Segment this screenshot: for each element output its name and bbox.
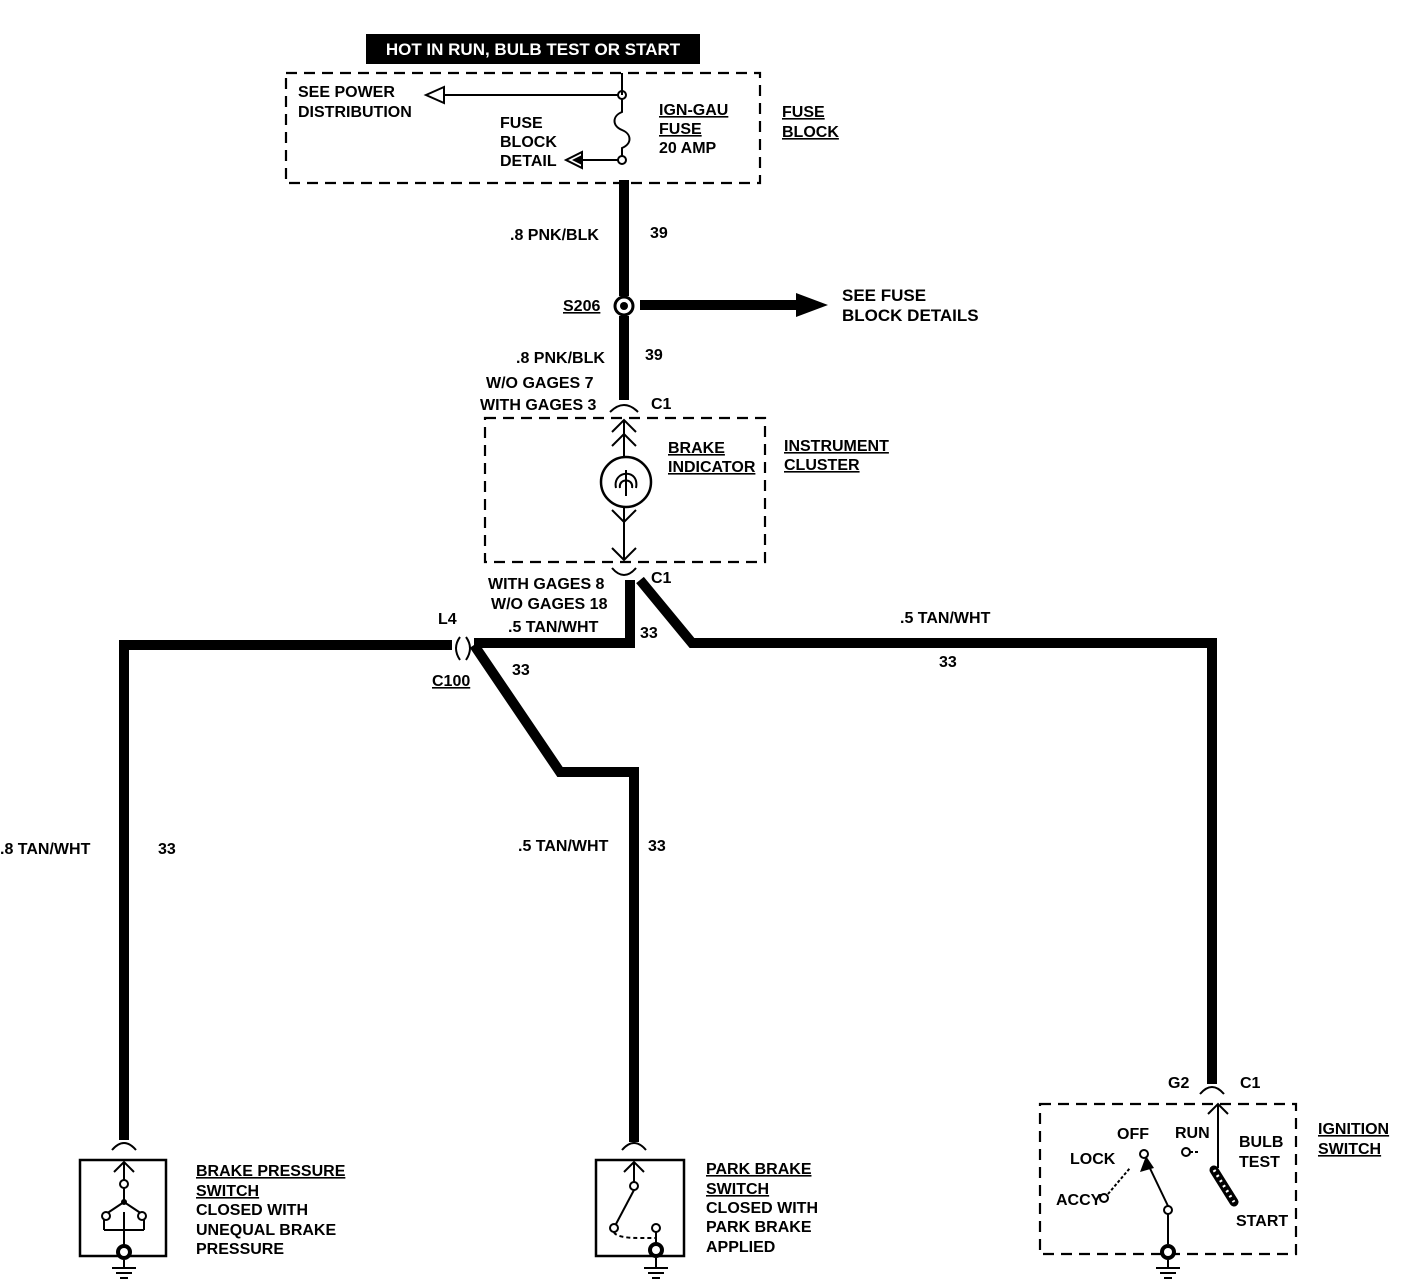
connector-c1-top: C1	[651, 396, 672, 413]
ignition-accy-contact	[1099, 1193, 1109, 1203]
park-brake-label-4: PARK BRAKE	[706, 1219, 812, 1236]
wire-mid-circuit: 39	[645, 347, 663, 364]
banner-text: HOT IN RUN, BULB TEST OR START	[386, 40, 681, 59]
pin-with-gages-8: WITH GAGES 8	[488, 576, 605, 593]
park-brake-switch: PARK BRAKE SWITCH CLOSED WITH PARK BRAKE…	[594, 1142, 818, 1279]
ignition-run-contact	[1181, 1147, 1191, 1157]
ignition-title: IGNITION	[1318, 1121, 1389, 1138]
fuse-detail-label: FUSE	[500, 115, 543, 132]
bulb-test-label-2: TEST	[1239, 1154, 1280, 1171]
wire-top-circuit: 39	[650, 225, 668, 242]
brake-pressure-label-4: UNEQUAL BRAKE	[196, 1222, 336, 1239]
fuse-rating: 20 AMP	[659, 140, 717, 157]
ignition-switch: G2 C1 OFF RUN LOCK ACCY START BULB TEST …	[1038, 1075, 1389, 1279]
wire-right-gauge: .5 TAN/WHT	[900, 610, 991, 627]
ignition-off-contact	[1139, 1149, 1149, 1159]
c100-label: C100	[432, 673, 470, 690]
fuse-detail-label-3: DETAIL	[500, 153, 557, 170]
fuse-detail-label-2: BLOCK	[500, 134, 557, 151]
connector-icon	[609, 404, 639, 413]
splice-ref: SEE FUSE	[842, 286, 926, 305]
hot-banner: HOT IN RUN, BULB TEST OR START	[366, 34, 700, 64]
see-power-label-2: DISTRIBUTION	[298, 104, 412, 121]
park-brake-label-2: SWITCH	[706, 1181, 769, 1198]
wire-33-to-l4	[474, 580, 635, 648]
fuse-name: IGN-GAU	[659, 102, 728, 119]
wire-left-circuit: 33	[158, 841, 176, 858]
pos-off: OFF	[1117, 1126, 1149, 1143]
wire-33-brake-pressure	[119, 640, 452, 1140]
wire-33-to-ignition	[636, 576, 1217, 1084]
fuse-block-title-2: BLOCK	[782, 124, 839, 141]
park-brake-label-5: APPLIED	[706, 1239, 775, 1256]
wire-mid-gauge: .8 PNK/BLK	[516, 350, 605, 367]
park-brake-label-3: CLOSED WITH	[706, 1200, 818, 1217]
l4-label: L4	[438, 611, 457, 628]
brake-indicator-label-2: INDICATOR	[668, 459, 756, 476]
brake-pressure-label-3: CLOSED WITH	[196, 1202, 308, 1219]
see-power-label: SEE POWER	[298, 84, 395, 101]
brake-pressure-label-2: SWITCH	[196, 1183, 259, 1200]
brake-indicator-label: BRAKE	[668, 440, 725, 457]
wire-left-gauge: .8 TAN/WHT	[0, 841, 91, 858]
junction-wire-label: .5 TAN/WHT	[508, 619, 599, 636]
pin-wo-gages: W/O GAGES 7	[486, 375, 594, 392]
fuse-block-title: FUSE	[782, 104, 825, 121]
g2-label: G2	[1168, 1075, 1189, 1092]
switch-contact-icon	[629, 1181, 639, 1191]
wire-park-circuit: 33	[648, 838, 666, 855]
pos-accy: ACCY	[1056, 1192, 1102, 1209]
connector-c100: L4 C100	[432, 611, 471, 690]
switch-contact-icon	[119, 1179, 129, 1189]
cluster-title: INSTRUMENT	[784, 438, 889, 455]
instrument-cluster: BRAKE INDICATOR INSTRUMENT CLUSTER	[483, 416, 889, 564]
park-brake-label: PARK BRAKE	[706, 1161, 812, 1178]
connector-c1-bottom: C1	[651, 570, 672, 587]
pos-lock: LOCK	[1070, 1151, 1116, 1168]
splice-id: S206	[563, 298, 600, 315]
cluster-title-2: CLUSTER	[784, 457, 860, 474]
splice-ref-2: BLOCK DETAILS	[842, 306, 979, 325]
wire-33-park-brake	[469, 642, 639, 1142]
pos-start: START	[1236, 1213, 1288, 1230]
pos-run: RUN	[1175, 1125, 1210, 1142]
ignition-c1-label: C1	[1240, 1075, 1261, 1092]
connector-icon	[611, 567, 637, 576]
wire-right-circuit: 33	[939, 654, 957, 671]
pin-wo-gages-18: W/O GAGES 18	[491, 596, 608, 613]
fuse-name-2: FUSE	[659, 121, 702, 138]
junction-circuit-a: 33	[640, 625, 658, 642]
wire-top-gauge: .8 PNK/BLK	[510, 227, 599, 244]
pin-with-gages: WITH GAGES 3	[480, 397, 597, 414]
bulb-test-label: BULB	[1239, 1134, 1283, 1151]
arrow-right-icon	[796, 293, 828, 317]
splice-s206: S206 SEE FUSE BLOCK DETAILS	[563, 286, 979, 325]
wire-park-gauge: .5 TAN/WHT	[518, 838, 609, 855]
fuse-block: SEE POWER DISTRIBUTION FUSE BLOCK DETAIL…	[284, 71, 839, 185]
brake-pressure-switch: BRAKE PRESSURE SWITCH CLOSED WITH UNEQUA…	[78, 1142, 346, 1279]
junction-circuit-b: 33	[512, 662, 530, 679]
brake-pressure-label: BRAKE PRESSURE	[196, 1163, 346, 1180]
arrow-left-icon	[423, 85, 445, 105]
ignition-title-2: SWITCH	[1318, 1141, 1381, 1158]
brake-pressure-label-5: PRESSURE	[196, 1241, 284, 1258]
fuse-icon	[613, 99, 631, 156]
